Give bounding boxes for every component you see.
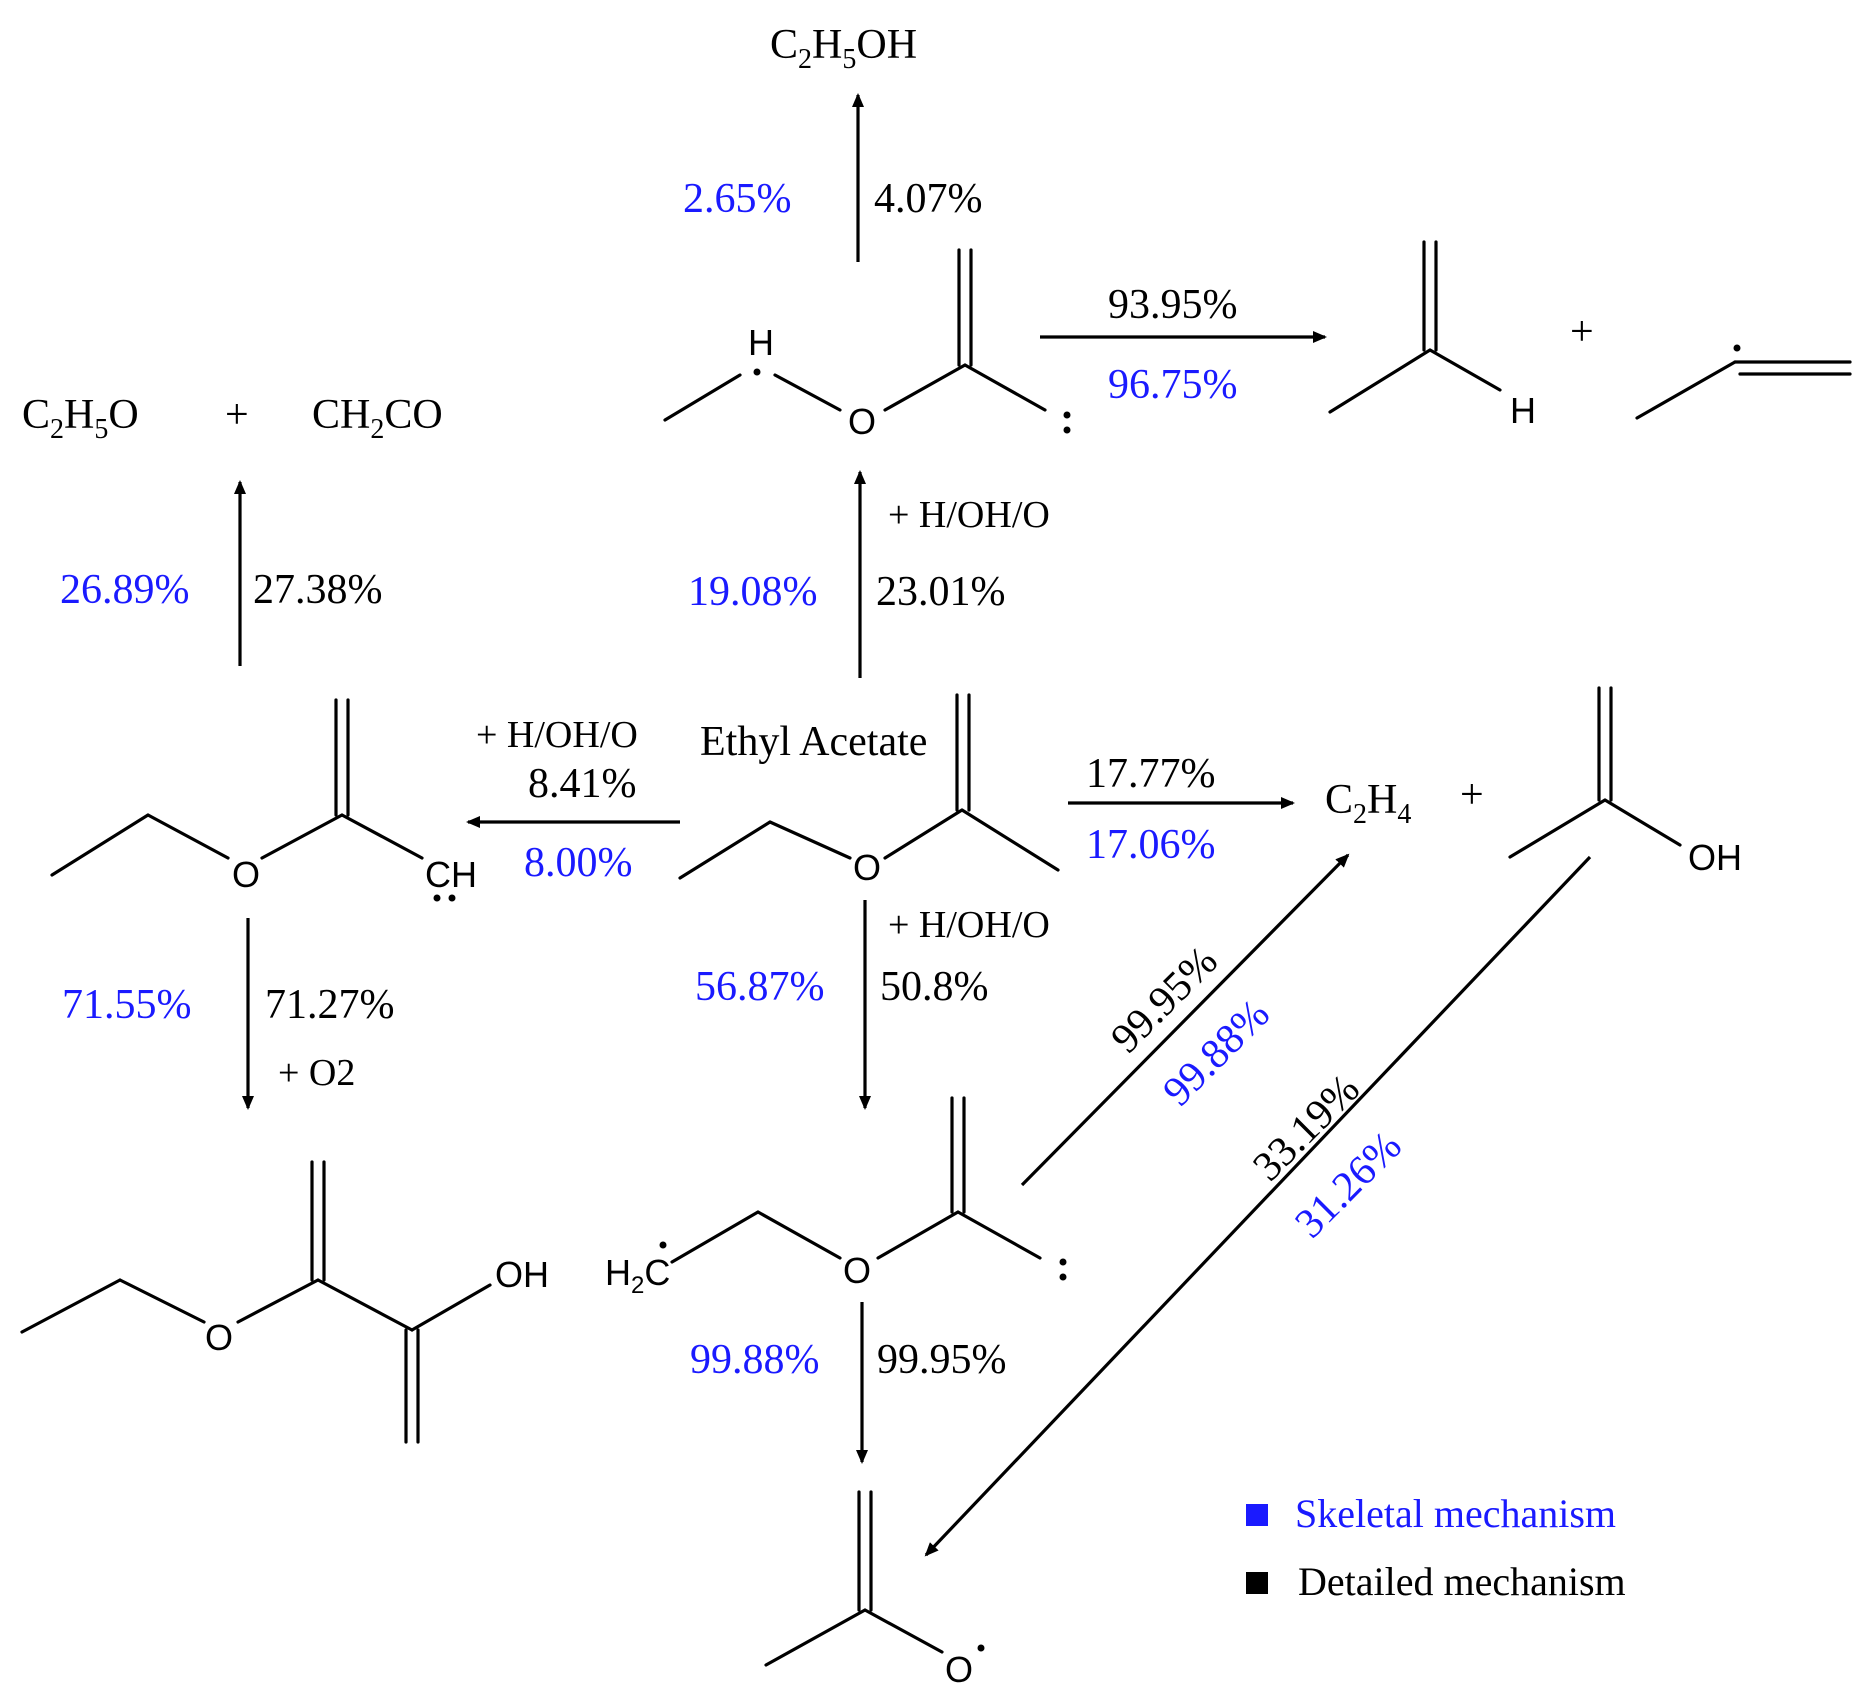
plus-left: + — [225, 392, 249, 438]
right-product-2 — [1635, 344, 1852, 420]
legend-skeletal-label: Skeletal mechanism — [1295, 1491, 1616, 1536]
center-bottom-detailed: 50.8% — [880, 964, 989, 1010]
ethanol-label: C2H5OH — [770, 22, 917, 75]
acetic-acid-oh: OH — [1688, 837, 1742, 878]
ethyl-acetate-label: Ethyl Acetate — [700, 719, 927, 765]
center-top-skeletal: 19.08% — [688, 569, 818, 615]
plus-top-right: + — [1570, 309, 1594, 355]
ethyl-acetate-molecule: Ethyl Acetate O — [678, 693, 1060, 888]
ethylene-label: C2H4 — [1325, 777, 1411, 830]
center-bottom-condition: + H/OH/O — [888, 904, 1050, 946]
left-bottom-skeletal: 71.55% — [62, 982, 192, 1028]
top-right-detailed: 93.95% — [1108, 282, 1238, 328]
legend-detailed-label: Detailed mechanism — [1298, 1559, 1626, 1604]
center-left-condition: + H/OH/O — [476, 714, 638, 756]
top-radical-molecule: H O — [663, 248, 1071, 442]
left-radical-ch: CH — [425, 854, 477, 895]
right-product-1: H — [1328, 240, 1536, 431]
right-product-h: H — [1510, 390, 1536, 431]
ethoxy-label: C2H5O — [22, 392, 139, 445]
bottom-left-o: O — [205, 1317, 233, 1358]
top-ethanol-skeletal: 2.65% — [683, 176, 792, 222]
legend: Skeletal mechanism Detailed mechanism — [1246, 1491, 1626, 1604]
bottom-acetyl-detailed: 99.95% — [877, 1337, 1007, 1383]
center-c2h4-skeletal: 17.06% — [1086, 822, 1216, 868]
bottom-radical-h2c: H2C — [605, 1252, 670, 1299]
left-ethoxy-skeletal: 26.89% — [60, 567, 190, 613]
center-top-detailed: 23.01% — [876, 569, 1006, 615]
bottom-left-oh: OH — [495, 1254, 549, 1295]
bottom-radical-o: O — [843, 1250, 871, 1291]
center-bottom-skeletal: 56.87% — [695, 964, 825, 1010]
center-c2h4-detailed: 17.77% — [1086, 751, 1216, 797]
left-bottom-detailed: 71.27% — [265, 982, 395, 1028]
left-radical-molecule: O CH — [50, 698, 477, 902]
left-radical-o: O — [232, 854, 260, 895]
legend-detailed-swatch — [1246, 1572, 1268, 1594]
plus-right: + — [1460, 772, 1484, 818]
top-right-skeletal: 96.75% — [1108, 362, 1238, 408]
bottom-left-molecule: O OH — [20, 1160, 549, 1444]
left-ethoxy-detailed: 27.38% — [253, 567, 383, 613]
ketene-label: CH2CO — [312, 392, 443, 445]
acetyl-radical-o: O — [945, 1649, 973, 1690]
top-radical-o: O — [848, 401, 876, 442]
legend-skeletal-swatch — [1246, 1504, 1268, 1526]
ethyl-acetate-o: O — [853, 847, 881, 888]
top-radical-h: H — [748, 322, 774, 363]
bottom-acetyl-skeletal: 99.88% — [690, 1337, 820, 1383]
center-left-detailed: 8.41% — [528, 761, 637, 807]
center-top-condition: + H/OH/O — [888, 494, 1050, 536]
center-left-skeletal: 8.00% — [524, 840, 633, 886]
bottom-radical-molecule: H2C O — [605, 1096, 1067, 1299]
left-bottom-condition: + O2 — [278, 1052, 355, 1094]
acetic-acid-molecule: OH — [1508, 686, 1742, 878]
top-ethanol-detailed: 4.07% — [874, 176, 983, 222]
acetyl-radical-molecule: O — [764, 1490, 985, 1690]
